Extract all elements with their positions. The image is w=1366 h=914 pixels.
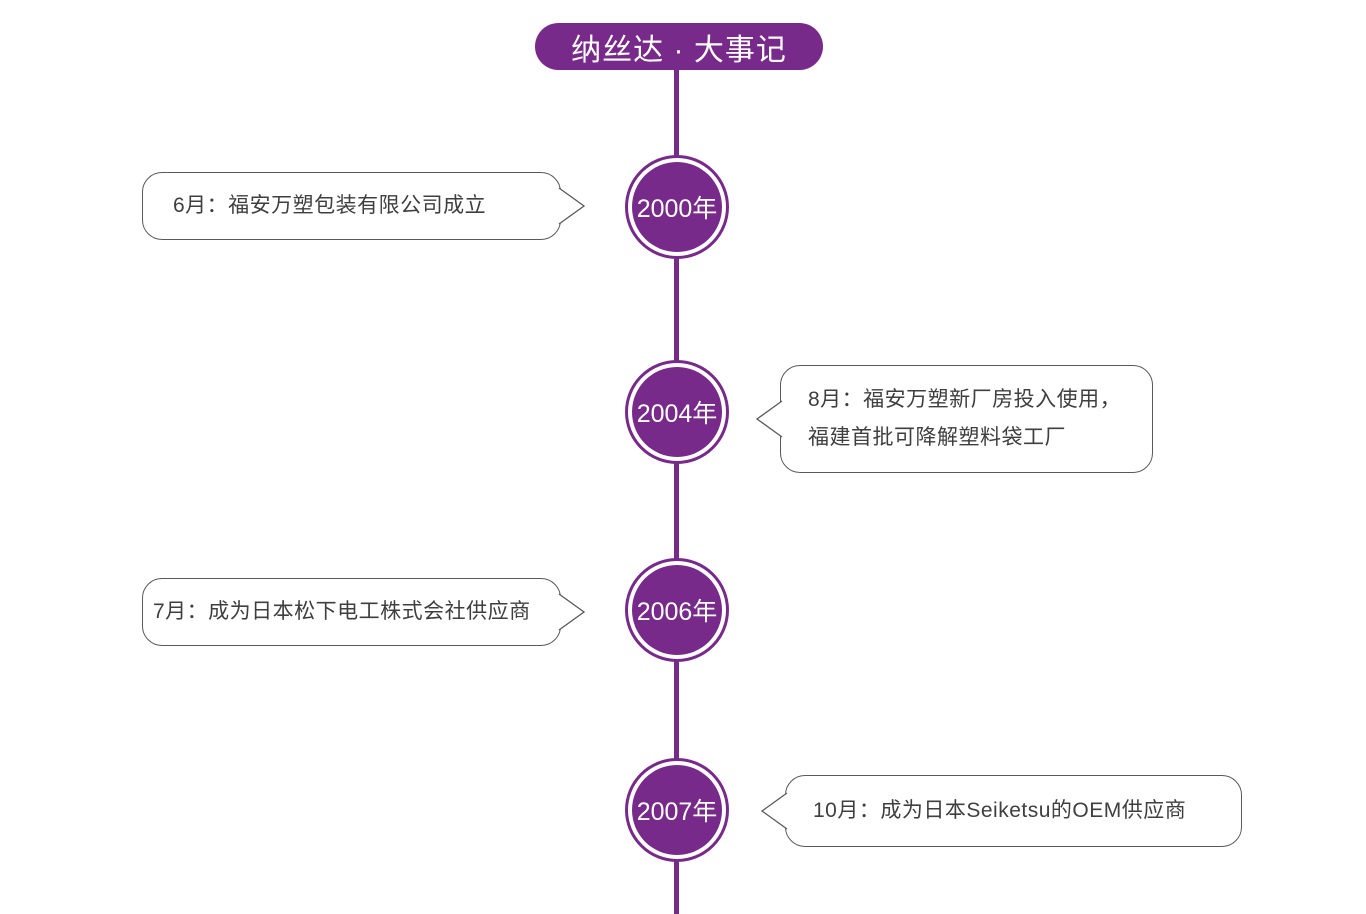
year-node-2004: 2004年: [625, 360, 729, 464]
callout-pointer-left-icon: [760, 792, 788, 830]
event-callout-2004: 8月：福安万塑新厂房投入使用， 福建首批可降解塑料袋工厂: [755, 365, 1153, 473]
year-label: 2004年: [632, 367, 722, 457]
event-text: 6月：福安万塑包装有限公司成立: [173, 194, 487, 217]
year-node-2000: 2000年: [625, 155, 729, 259]
year-label: 2006年: [632, 565, 722, 655]
callout-pointer-right-icon: [558, 187, 586, 225]
year-node-2006: 2006年: [625, 558, 729, 662]
timeline-axis: [674, 66, 679, 914]
year-label: 2007年: [632, 765, 722, 855]
event-callout-2000: 6月：福安万塑包装有限公司成立: [142, 172, 586, 240]
timeline-title: 纳丝达 · 大事记: [535, 23, 823, 70]
event-text: 10月：成为日本Seiketsu的OEM供应商: [813, 799, 1187, 822]
event-text: 8月：福安万塑新厂房投入使用，: [808, 388, 1122, 411]
event-callout-2007: 10月：成为日本Seiketsu的OEM供应商: [760, 775, 1242, 847]
year-label: 2000年: [632, 162, 722, 252]
year-node-2007: 2007年: [625, 758, 729, 862]
callout-pointer-left-icon: [755, 400, 783, 438]
event-text: 福建首批可降解塑料袋工厂: [808, 426, 1066, 449]
event-text: 7月：成为日本松下电工株式会社供应商: [153, 600, 531, 623]
callout-pointer-right-icon: [558, 593, 586, 631]
event-callout-2006: 7月：成为日本松下电工株式会社供应商: [142, 578, 586, 646]
